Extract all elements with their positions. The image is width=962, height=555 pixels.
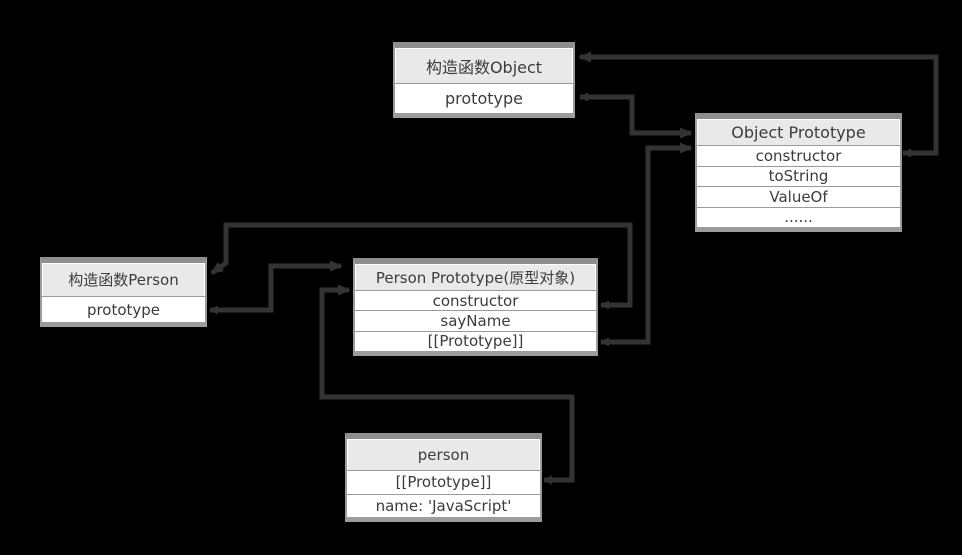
box-row: [[Prototype]] [427, 332, 524, 351]
person-constructor-box: 构造函数Person prototype [40, 257, 207, 327]
box-row: prototype [445, 89, 523, 108]
box-row: [[Prototype]] [347, 471, 540, 495]
object-constructor-box-title: 构造函数Object [395, 48, 573, 84]
object-constructor-box: 构造函数Object prototype [393, 42, 575, 118]
box-row: toString [697, 167, 900, 187]
person-constructor-box-title: 构造函数Person [42, 263, 205, 297]
box-row: ValueOf [697, 187, 900, 208]
person-instance-box: person [[Prototype]]name: 'JavaScript' [345, 433, 542, 522]
connector-person-instance-protolink-to-person-prototype [319, 284, 575, 485]
connector-person-constructor-prototype-to-person-prototype [209, 260, 343, 315]
connector-object-prototype-constructor-to-object-constructor [578, 51, 939, 158]
box-row: name: 'JavaScript' [375, 496, 512, 515]
box-row: constructor [355, 291, 596, 312]
box-row: ...... [784, 208, 813, 227]
box-row: prototype [86, 300, 161, 319]
box-row: constructor [697, 146, 900, 167]
object-prototype-box-title: Object Prototype [697, 119, 900, 146]
connector-object-constructor-prototype-to-object-prototype [579, 92, 693, 139]
person-prototype-box-title: Person Prototype(原型对象) [355, 264, 596, 291]
person-instance-box-title: person [347, 439, 540, 471]
connector-person-prototype-protolink-to-object-prototype [600, 142, 693, 347]
box-row: sayName [355, 311, 596, 332]
